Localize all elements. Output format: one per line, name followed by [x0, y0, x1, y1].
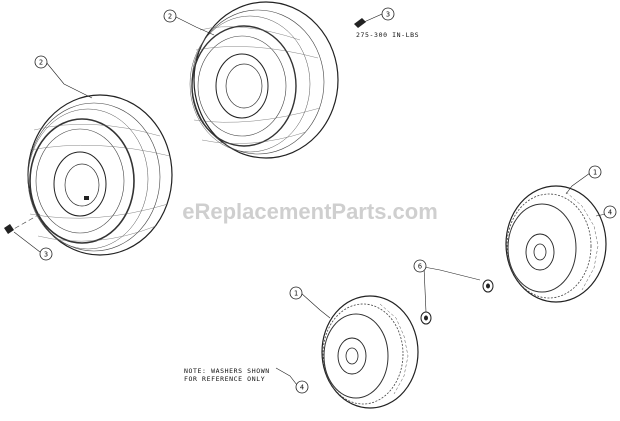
watermark: eReplacementParts.com [182, 199, 438, 224]
svg-text:6: 6 [418, 263, 422, 271]
front-tire-right [505, 185, 607, 303]
torque-note: 275-300 IN-LBS [356, 31, 419, 39]
svg-text:4: 4 [608, 209, 612, 217]
svg-text:1: 1 [294, 290, 298, 298]
footnote-line-1: NOTE: WASHERS SHOWN [184, 367, 270, 375]
valve-stem-left [4, 224, 14, 234]
front-tire-bottom [321, 295, 419, 409]
svg-text:3: 3 [44, 251, 48, 259]
footnote-line-2: FOR REFERENCE ONLY [184, 375, 265, 383]
callout-front-tire-bottom: 1 [289, 286, 303, 300]
callout-hub-cap-bottom: 4 [295, 380, 309, 394]
rear-tire-left [11, 94, 173, 256]
svg-text:4: 4 [300, 384, 304, 392]
callout-rear-tire-top: 2 [163, 9, 177, 23]
callout-valve-left: 3 [39, 247, 53, 261]
callout-hub-cap-right: 4 [603, 205, 617, 219]
rear-tire-top [189, 1, 339, 159]
svg-text:2: 2 [39, 59, 43, 67]
callout-valve-top: 3 [381, 7, 395, 21]
svg-text:1: 1 [593, 169, 597, 177]
callout-washer: 6 [413, 259, 427, 273]
valve-stem-top [354, 18, 366, 28]
callout-front-tire-right: 1 [588, 165, 602, 179]
callout-rear-tire-left: 2 [34, 55, 48, 69]
svg-text:3: 3 [386, 11, 390, 19]
svg-text:2: 2 [168, 13, 172, 21]
